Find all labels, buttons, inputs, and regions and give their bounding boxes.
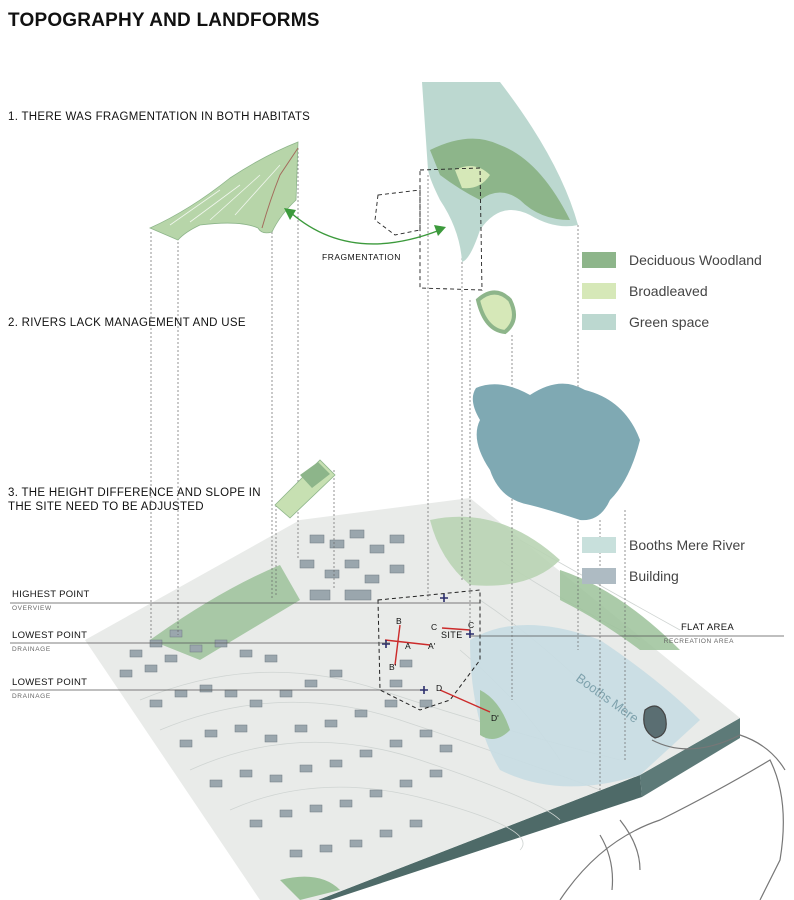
section-lines <box>384 624 491 713</box>
habitat-patch-small <box>274 459 336 519</box>
habitat-patch-small-core <box>300 462 330 488</box>
point-label-b-prime: B' <box>389 662 397 672</box>
legend-label: Green space <box>629 313 710 330</box>
page-title: TOPOGRAPHY AND LANDFORMS <box>8 10 320 31</box>
marker-label: FLAT AREA <box>680 622 734 633</box>
point-label-d: D <box>436 683 443 693</box>
legend-swatch <box>582 251 616 268</box>
habitat-patch-left <box>149 141 299 241</box>
marker-label: HIGHEST POINT <box>12 589 90 600</box>
booths-mere-area <box>470 625 700 787</box>
cross-markers <box>382 594 474 694</box>
pond-marker <box>488 718 506 736</box>
slab-side-front <box>318 775 642 900</box>
marker-label: LOWEST POINT <box>12 677 88 688</box>
legend-site: Booths Mere River Building <box>582 529 782 591</box>
fragmentation-arrow <box>284 208 446 245</box>
site-label: SITE <box>441 630 463 640</box>
marker-sublabel: DRAINAGE <box>12 693 51 700</box>
legend-label: Building <box>629 567 679 584</box>
legend-item-green-space: Green space <box>582 306 782 337</box>
point-label-b: B <box>396 616 402 626</box>
point-label-d-prime: D' <box>491 713 499 723</box>
legend-label: Deciduous Woodland <box>629 251 762 268</box>
point-label-a: A <box>405 641 411 651</box>
marker-sublabel: OVERVIEW <box>12 605 52 612</box>
hand-illustration <box>559 705 786 900</box>
legend-item-deciduous-woodland: Deciduous Woodland <box>582 244 782 275</box>
legend-item-broadleaved: Broadleaved <box>582 275 782 306</box>
marker-sublabel: RECREATION AREA <box>663 638 734 645</box>
woodland-patch-corner <box>280 876 340 900</box>
note-fragmentation: 1. THERE WAS FRAGMENTATION IN BOTH HABIT… <box>8 111 311 123</box>
point-label-a-prime: A' <box>428 641 436 651</box>
legend-swatch <box>582 282 616 299</box>
legend-swatch <box>582 567 616 584</box>
marker-highest-point: HIGHEST POINT OVERVIEW <box>12 589 90 612</box>
slab-side-right <box>640 718 740 797</box>
woodland-patch-north <box>430 516 560 586</box>
note-rivers: 2. RIVERS LACK MANAGEMENT AND USE <box>8 317 246 329</box>
marker-lowest-point-1: LOWEST POINT DRAINAGE <box>12 630 87 653</box>
level-lines <box>10 602 784 691</box>
legend-label: Booths Mere River <box>629 536 745 553</box>
point-label-c-end: C <box>468 620 475 630</box>
woodland-patch-west <box>150 565 300 660</box>
booths-mere-water <box>472 383 640 521</box>
woodland-patch-east <box>560 570 680 650</box>
point-label-c: C <box>431 622 438 632</box>
note-height-difference: 3. THE HEIGHT DIFFERENCE AND SLOPE IN TH… <box>8 487 261 513</box>
legend-swatch <box>582 313 616 330</box>
legend-item-booths-mere-river: Booths Mere River <box>582 529 782 560</box>
marker-lowest-point-2: LOWEST POINT DRAINAGE <box>12 677 87 700</box>
fragmentation-label: FRAGMENTATION <box>322 252 401 262</box>
legend-item-building: Building <box>582 560 782 591</box>
marker-flat-area: FLAT AREA RECREATION AREA <box>664 622 734 645</box>
habitat-patch-right <box>374 82 578 335</box>
legend-swatch <box>582 536 616 553</box>
site-map-block: Booths Mere <box>85 498 740 900</box>
building-cluster <box>119 529 453 858</box>
marker-label: LOWEST POINT <box>12 630 88 641</box>
marker-sublabel: DRAINAGE <box>12 646 51 653</box>
legend-habitats: Deciduous Woodland Broadleaved Green spa… <box>582 244 782 337</box>
legend-label: Broadleaved <box>629 282 708 299</box>
